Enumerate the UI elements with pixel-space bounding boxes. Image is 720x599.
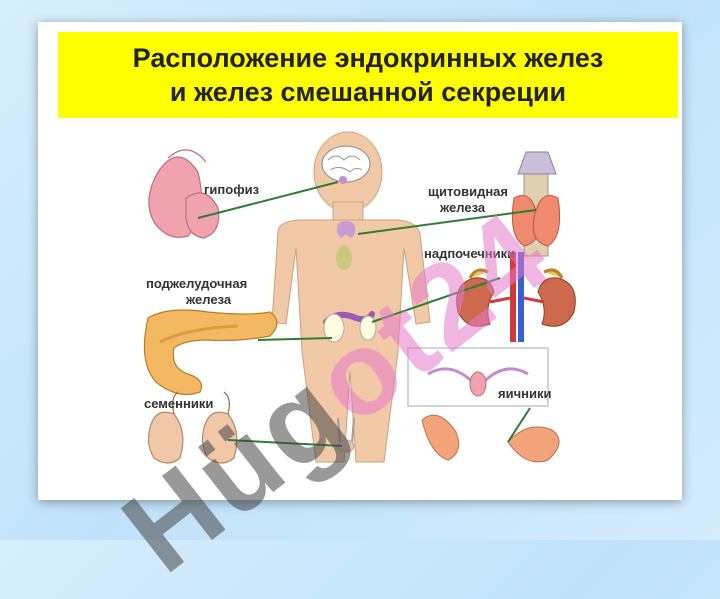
slide: Расположение эндокринных желез и желез с… xyxy=(38,22,682,598)
label-ovaries: яичники xyxy=(498,386,552,401)
endocrine-diagram xyxy=(143,131,576,464)
human-body-silhouette xyxy=(271,131,431,463)
label-testes: семенники xyxy=(144,396,214,411)
label-pancreas-2: железа xyxy=(186,292,232,307)
title-line-1: Расположение эндокринных желез xyxy=(132,43,604,73)
pelvis-mini xyxy=(337,417,355,443)
label-thyroid-2: железа xyxy=(440,200,486,215)
thymus-mini xyxy=(336,246,352,270)
label-adrenal: надпочечники xyxy=(424,246,516,261)
label-thyroid-1: щитовидная xyxy=(428,184,508,199)
title-line-2: и желез смешанной секреции xyxy=(169,77,567,107)
thyroid-mini xyxy=(336,221,356,238)
pancreas-organ xyxy=(143,309,278,395)
ovaries-organ xyxy=(407,347,560,463)
brain xyxy=(321,145,371,184)
thyroid-organ xyxy=(511,151,561,257)
label-pituitary: гипофиз xyxy=(204,182,260,197)
label-pancreas-1: поджелудочная xyxy=(146,276,248,291)
title-box: Расположение эндокринных желез и желез с… xyxy=(58,32,678,118)
pituitary-organ xyxy=(148,149,220,239)
leader-lines xyxy=(197,181,537,447)
testes-organ xyxy=(147,391,238,464)
